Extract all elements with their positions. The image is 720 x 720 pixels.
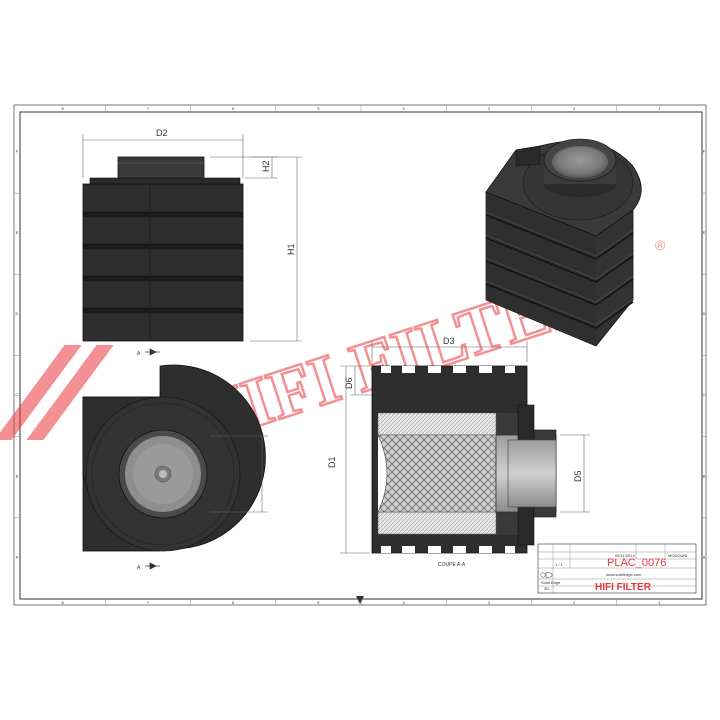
border-bottom-number: 4 <box>403 600 406 605</box>
border-side-letter: F <box>703 149 706 154</box>
border-side-letter: B <box>16 473 19 478</box>
border-side-letter: B <box>703 473 706 478</box>
dim-h2-label: H2 <box>261 160 271 172</box>
border-bottom-number: 6 <box>232 600 235 605</box>
border-bottom-number: 8 <box>62 600 65 605</box>
title-block-scale: 1 / 1 <box>555 562 564 567</box>
title-block-software-line2: 3D <box>544 586 549 591</box>
title-block <box>537 543 697 594</box>
title-block-software-line1: Solid Edge <box>541 580 561 585</box>
section-view-dimensions <box>340 341 590 554</box>
border-side-letter: A <box>703 554 706 559</box>
section-view <box>371 365 557 554</box>
watermark-registered: ® <box>655 237 666 253</box>
border-side-letter: D <box>703 311 706 316</box>
front-view <box>82 156 244 342</box>
title-block-website: www.solidedge.com <box>606 572 642 577</box>
top-view <box>82 364 266 552</box>
dim-d1-label: D1 <box>327 456 337 468</box>
dim-d6-label: D6 <box>344 377 354 389</box>
projection-symbol-icon <box>540 571 553 579</box>
border-side-letter: D <box>16 311 19 316</box>
title-block-author: MODOUNI <box>668 553 687 558</box>
dim-d3-label: D3 <box>443 336 455 346</box>
border-bottom-number: 5 <box>317 600 320 605</box>
section-marker-bottom: A <box>137 565 141 571</box>
border-top-number: 2 <box>573 106 576 111</box>
top-view-dimensions <box>210 435 268 513</box>
border-side-letter: A <box>16 554 19 559</box>
section-line-markers <box>145 348 160 570</box>
center-mark-icon <box>356 596 364 604</box>
border-bottom-number: 1 <box>658 600 661 605</box>
border-side-letter: E <box>703 230 706 235</box>
border-bottom-number: 2 <box>573 600 576 605</box>
border-side-letter: E <box>16 230 19 235</box>
border-side-letter: C <box>703 392 706 397</box>
border-top-number: 5 <box>317 106 320 111</box>
border-top-number: 4 <box>403 106 406 111</box>
border-top-number: 3 <box>488 106 491 111</box>
dim-h1-label: H1 <box>286 243 296 255</box>
border-bottom-number: 7 <box>147 600 150 605</box>
border-top-number: 6 <box>232 106 235 111</box>
front-view-dimensions <box>82 134 302 342</box>
title-block-brand: HIFI FILTER <box>595 582 652 593</box>
title-block-date: 05/11/2014 <box>615 553 635 558</box>
border-top-number: 7 <box>147 106 150 111</box>
dim-d4-label: D4 <box>251 471 261 483</box>
border-top-number: 1 <box>658 106 661 111</box>
title-block-part-number: PLAC_0076 <box>607 557 666 569</box>
border-side-letter: C <box>16 392 19 397</box>
section-marker-top: A <box>137 351 141 357</box>
dim-d5-label: D5 <box>573 470 583 482</box>
section-caption: COUPE A-A <box>438 562 466 568</box>
dim-d2-label: D2 <box>156 128 168 138</box>
border-top-number: 8 <box>62 106 65 111</box>
border-bottom-number: 3 <box>488 600 491 605</box>
isometric-view <box>485 138 642 347</box>
border-side-letter: F <box>16 149 19 154</box>
